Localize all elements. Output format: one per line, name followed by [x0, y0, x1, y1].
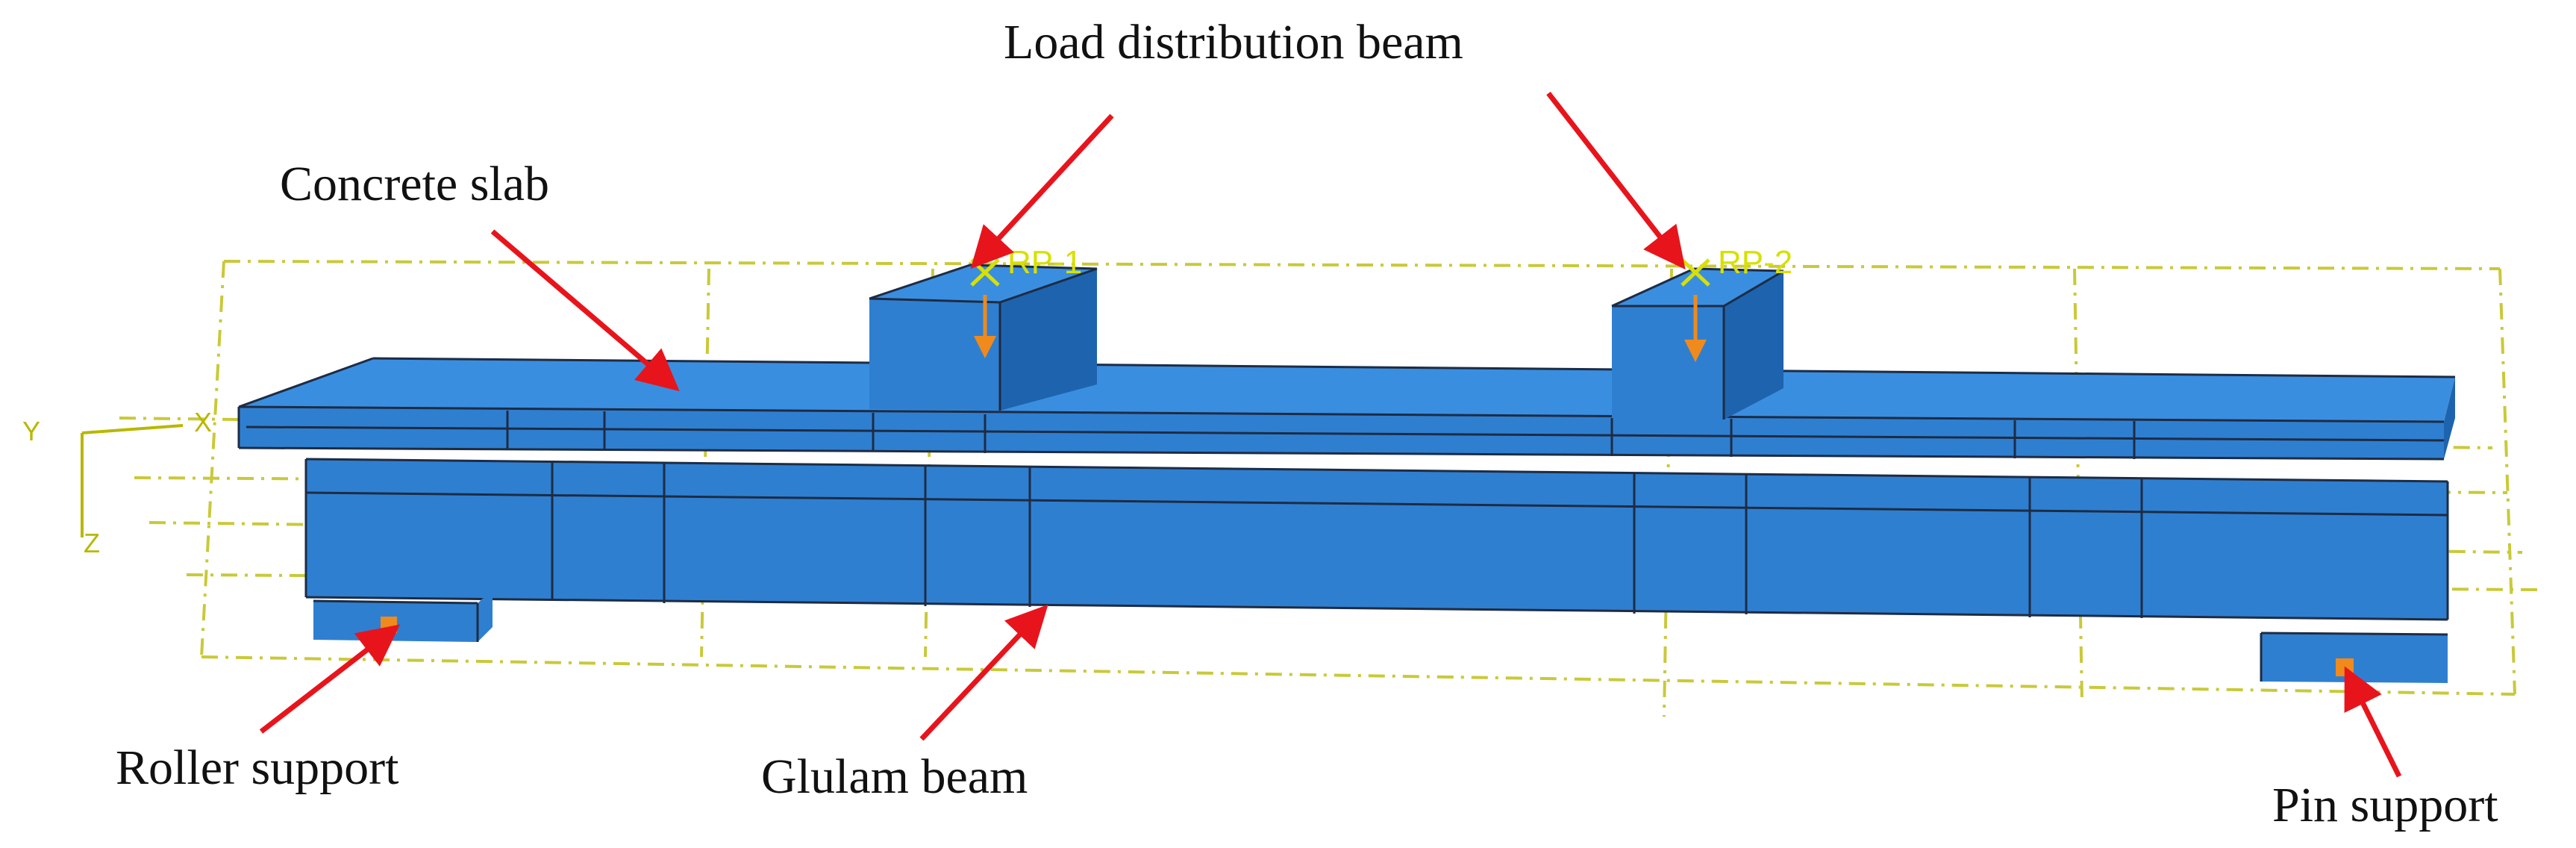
arrow-glulam-beam: [919, 604, 1048, 741]
concrete-slab-body: [237, 357, 2456, 461]
reference-point-1: RP-1: [970, 244, 1082, 358]
label-pin-support: Pin support: [2272, 778, 2498, 832]
label-load-distribution-beam: Load distribution beam: [1004, 15, 1463, 69]
axis-y-label: Y: [22, 416, 40, 446]
pin-support-block: [2260, 632, 2448, 683]
coordinate-axes: Y X Z: [22, 407, 212, 558]
callout-arrows: [259, 91, 2402, 778]
arrow-pin-support: [2344, 666, 2402, 778]
label-concrete-slab: Concrete slab: [280, 157, 549, 211]
arrow-concrete-slab: [490, 229, 680, 392]
arrow-load-beam-1: [970, 113, 1114, 269]
rp2-label: RP-2: [1718, 244, 1792, 281]
label-glulam-beam: Glulam beam: [761, 749, 1028, 804]
glulam-beam-body: [304, 458, 2449, 621]
rp1-label: RP-1: [1007, 244, 1082, 281]
load-distribution-beam-2: [1611, 267, 1784, 420]
arrow-load-beam-2: [1546, 91, 1686, 270]
label-roller-support: Roller support: [116, 741, 398, 795]
arrow-roller-support: [259, 624, 401, 734]
load-distribution-beam-1: [869, 264, 1098, 411]
reference-point-2: RP-2: [1681, 244, 1792, 362]
axis-x-label: X: [194, 407, 212, 437]
axis-z-label: Z: [84, 528, 100, 558]
